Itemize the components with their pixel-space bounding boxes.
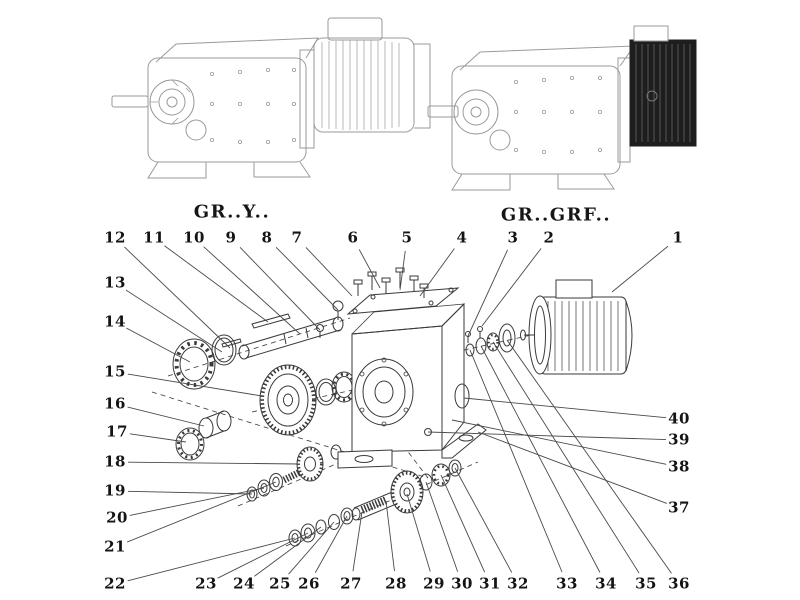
- leader-line-4: [419, 248, 455, 297]
- leader-line-37: [477, 431, 667, 504]
- top-cover-and-bolts: [316, 267, 460, 338]
- callout-number-3: 3: [507, 228, 519, 247]
- callout-number-36: 36: [668, 574, 690, 593]
- main-gear: [259, 364, 317, 436]
- callout-number-2: 2: [543, 228, 555, 247]
- bottom-shaft-assembly: [288, 459, 462, 547]
- callout-number-26: 26: [298, 574, 320, 593]
- callout-number-40: 40: [668, 409, 690, 428]
- callout-number-31: 31: [479, 574, 501, 593]
- output-bearing: [172, 338, 216, 390]
- output-shaft: [221, 313, 344, 360]
- variant-label-left: GR..Y..: [193, 201, 271, 223]
- leader-line-31: [440, 474, 486, 573]
- leader-line-35: [492, 341, 640, 574]
- callout-number-4: 4: [456, 228, 468, 247]
- leader-line-20: [129, 487, 265, 516]
- callout-number-9: 9: [225, 228, 237, 247]
- callout-number-33: 33: [556, 574, 578, 593]
- leader-line-18: [127, 461, 301, 465]
- gear-side-rings: [315, 371, 357, 406]
- callout-number-19: 19: [104, 481, 126, 500]
- motor: [520, 279, 633, 375]
- leader-line-14: [126, 327, 191, 363]
- leader-line-1: [611, 245, 669, 293]
- leader-line-3: [467, 249, 508, 337]
- callout-number-8: 8: [261, 228, 273, 247]
- callout-number-35: 35: [635, 574, 657, 593]
- leader-line-24: [254, 526, 322, 577]
- callout-number-11: 11: [143, 228, 165, 247]
- callout-number-28: 28: [385, 574, 407, 593]
- callout-number-18: 18: [104, 452, 126, 471]
- callout-number-20: 20: [106, 508, 128, 527]
- leader-line-8: [275, 246, 339, 311]
- leader-line-40: [463, 397, 667, 419]
- leader-line-33: [469, 349, 563, 573]
- leader-line-22: [127, 537, 296, 582]
- callout-number-15: 15: [104, 362, 126, 381]
- callout-number-38: 38: [668, 457, 690, 476]
- leader-line-17: [129, 433, 187, 443]
- leader-line-26: [314, 515, 348, 573]
- leader-line-28: [385, 500, 395, 572]
- leader-line-16: [127, 406, 205, 427]
- callout-number-17: 17: [106, 422, 128, 441]
- callout-number-29: 29: [423, 574, 445, 593]
- callout-number-30: 30: [451, 574, 473, 593]
- callout-number-10: 10: [183, 228, 205, 247]
- leader-line-23: [217, 532, 309, 579]
- leader-line-6: [358, 249, 381, 289]
- callout-number-37: 37: [668, 498, 690, 517]
- exploded-view-drawing: [151, 267, 633, 547]
- callout-number-22: 22: [104, 574, 126, 593]
- leader-line-29: [406, 493, 431, 572]
- leader-lines: [124, 245, 672, 582]
- callout-number-1: 1: [672, 228, 684, 247]
- callout-number-5: 5: [401, 228, 413, 247]
- callout-number-39: 39: [668, 430, 690, 449]
- callout-number-34: 34: [595, 574, 617, 593]
- assembled-gearmotor-left-illustration: [111, 17, 431, 179]
- callout-number-6: 6: [347, 228, 359, 247]
- leader-line-30: [425, 481, 459, 572]
- leader-line-19: [127, 490, 253, 495]
- leader-line-15: [127, 373, 263, 397]
- retaining-ring: [211, 334, 237, 366]
- callout-number-32: 32: [507, 574, 529, 593]
- leader-line-7: [305, 247, 353, 297]
- leader-line-5: [399, 250, 406, 291]
- variant-label-right: GR..GRF..: [500, 204, 612, 226]
- callout-number-16: 16: [104, 394, 126, 413]
- leader-line-13: [125, 289, 223, 353]
- leader-line-11: [164, 245, 269, 323]
- leader-line-32: [454, 467, 513, 573]
- leader-line-10: [203, 246, 301, 335]
- leader-line-36: [506, 339, 672, 574]
- callout-number-14: 14: [104, 312, 126, 331]
- callout-number-25: 25: [269, 574, 291, 593]
- callout-number-12: 12: [104, 228, 126, 247]
- intermediate-pinion-assembly: [246, 444, 342, 502]
- leader-line-2: [481, 248, 542, 327]
- leader-line-25: [288, 521, 335, 575]
- sleeve-and-bearing: [175, 410, 232, 461]
- input-shaft-parts: [465, 323, 516, 357]
- callout-number-13: 13: [104, 273, 126, 292]
- callout-number-21: 21: [104, 537, 126, 556]
- leader-line-12: [124, 246, 231, 349]
- leader-line-27: [352, 511, 363, 572]
- gearbox-housing: [337, 302, 487, 469]
- assembled-gearmotor-right-illustration: [427, 25, 697, 191]
- leader-line-21: [126, 481, 277, 543]
- callout-number-23: 23: [195, 574, 217, 593]
- leader-line-38: [451, 419, 667, 465]
- callout-number-7: 7: [291, 228, 303, 247]
- leader-line-34: [480, 345, 601, 573]
- leader-line-9: [239, 247, 321, 331]
- callout-number-24: 24: [233, 574, 255, 593]
- callout-number-27: 27: [340, 574, 362, 593]
- leader-line-39: [427, 431, 667, 441]
